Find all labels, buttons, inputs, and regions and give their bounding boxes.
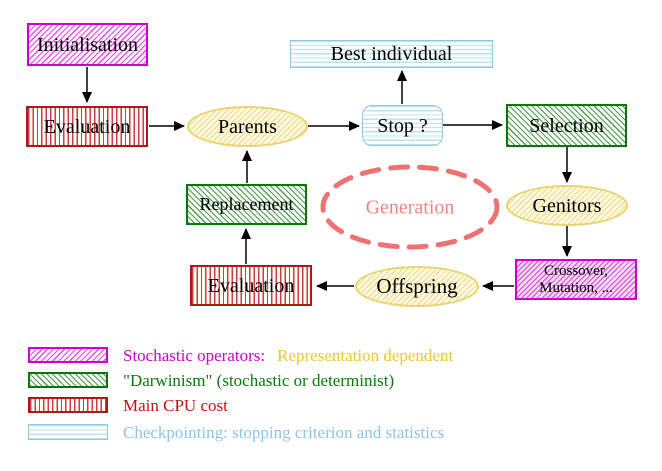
node-replacement: Replacement <box>186 184 307 225</box>
magenta-hatch-swatch <box>28 347 108 363</box>
crossover-line2: Mutation, ... <box>539 279 613 296</box>
generation-cycle-label: Generation <box>365 196 455 219</box>
crossover-line1: Crossover, <box>544 263 608 279</box>
node-stop-test: Stop ? <box>362 105 443 146</box>
stochastic-operators-label: Stochastic operators: <box>123 345 266 365</box>
legend-stochastic-text: Stochastic operators: Representation depe… <box>123 346 453 366</box>
node-parents: Parents <box>187 106 308 147</box>
cyan-stripe-swatch <box>28 424 108 440</box>
node-evaluation-top: Evaluation <box>26 106 148 147</box>
node-evaluation-bottom: Evaluation <box>190 265 312 306</box>
node-genitors: Genitors <box>506 185 628 226</box>
node-crossover-mutation: Crossover, Mutation, ... <box>515 259 637 300</box>
green-hatch-swatch <box>28 372 108 388</box>
node-initialisation: Initialisation <box>27 23 148 66</box>
darwinism-label: "Darwinism" (stochastic or determinist) <box>123 370 395 390</box>
checkpointing-label: Checkpointing: stopping criterion and st… <box>123 422 445 442</box>
node-best-individual: Best individual <box>290 40 493 68</box>
node-selection: Selection <box>506 104 627 147</box>
node-offspring: Offspring <box>355 266 479 307</box>
main-cpu-cost-label: Main CPU cost <box>123 395 228 415</box>
red-stripe-swatch <box>28 397 108 413</box>
representation-dependent-label: Representation dependent <box>277 345 454 365</box>
